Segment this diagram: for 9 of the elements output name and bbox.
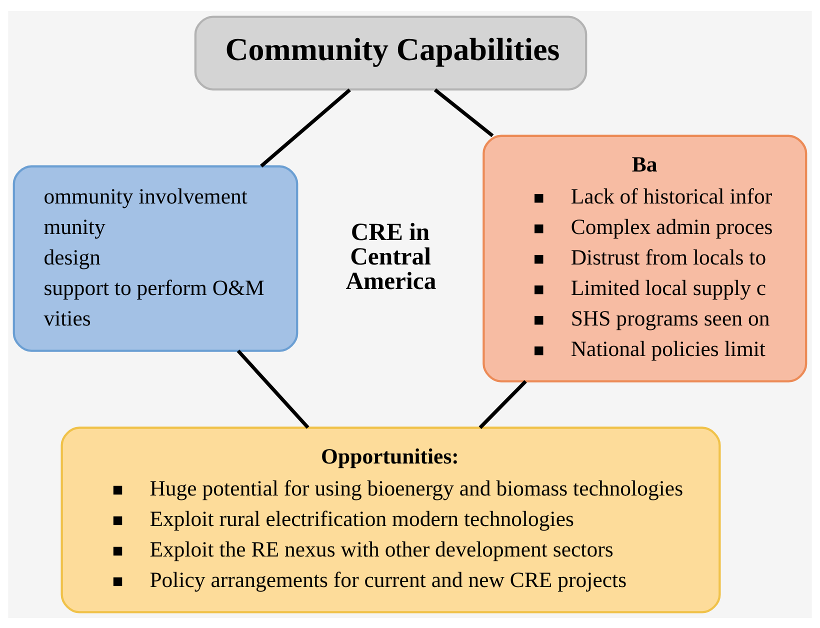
label: CRE in Central America [346, 218, 436, 295]
node-box: Opportunities: Huge potential for using bioenergy and biomass technologies Exploit rural electrification modern technologies Exploit the RE nexus with other development sectors Policy arrangements for current and new CRE projects [60, 426, 721, 613]
connector [260, 88, 351, 167]
node-box: Ba Lack of historical infor Complex admin proces Distrust from locals to Limited local supply c SHS programs seen on National policies limit [482, 134, 808, 382]
node-box: ommunity involvement munity design support to perform O&M vities [12, 164, 298, 352]
connector [434, 88, 494, 137]
node-box: Community Capabilities [194, 15, 588, 90]
connector [478, 380, 527, 428]
connector [236, 349, 310, 428]
